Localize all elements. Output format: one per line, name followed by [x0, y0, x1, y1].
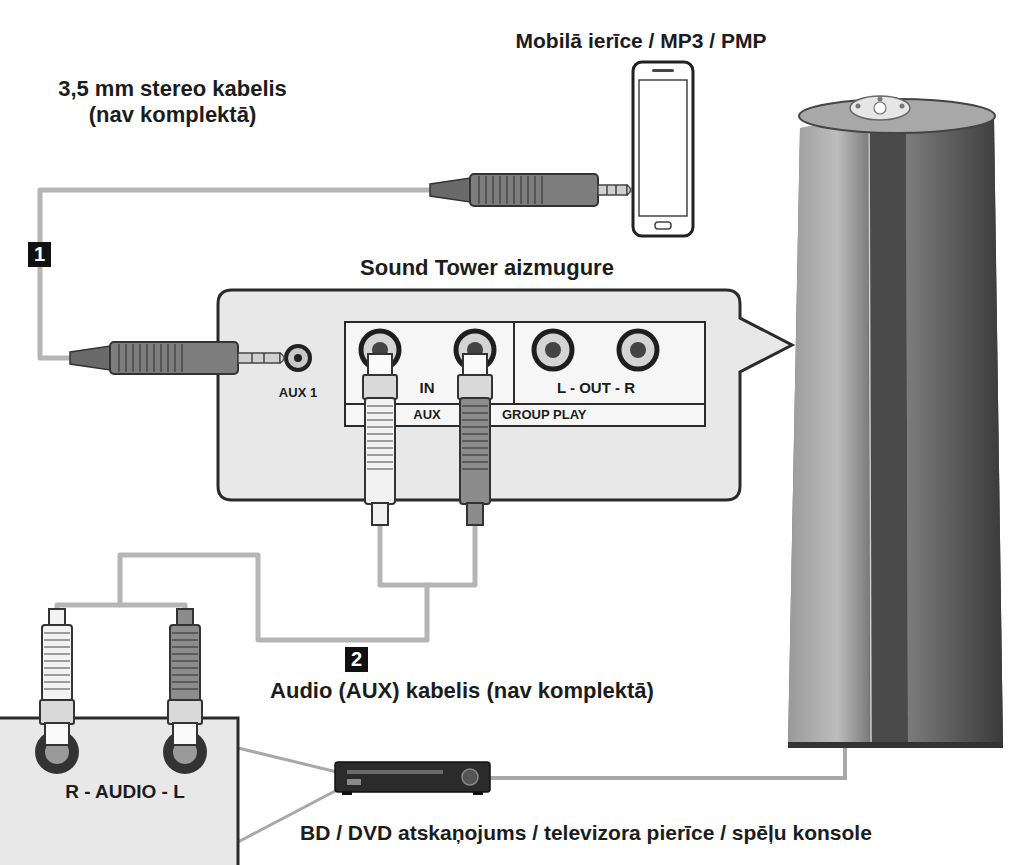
jack-plug: [70, 342, 284, 374]
plug-grip: [367, 405, 393, 470]
rear-panel: Sound Tower aizmugureAUX 1INL - OUT - RA…: [218, 290, 740, 500]
plug-sleeve: [458, 375, 492, 399]
phone-speaker: [652, 69, 674, 72]
phone-screen: [639, 80, 687, 216]
callout-number: 2: [345, 647, 368, 672]
aux1-jack-hole: [294, 354, 302, 362]
plug-sleeve: [168, 700, 202, 724]
player-body: [335, 762, 490, 792]
plug-tip: [238, 353, 280, 363]
tower-dial-center: [874, 102, 886, 114]
rca-plug: [168, 609, 202, 745]
tower-highlight: [869, 116, 871, 744]
phone-body: [633, 62, 693, 236]
plug-tail: [467, 503, 483, 525]
player-tray: [347, 770, 443, 774]
plug-tip: [598, 185, 627, 195]
tower-dial: [850, 96, 910, 120]
callout-number: 1: [28, 242, 51, 267]
rear-panel-outline: [218, 290, 792, 500]
plug-point: [280, 353, 284, 363]
cable-branch: [380, 525, 427, 585]
plug-grip: [478, 176, 545, 204]
tower-button: [878, 97, 883, 102]
device-label: Mobilā ierīce / MP3 / PMP: [516, 28, 767, 53]
jack-frame-divider: [345, 403, 705, 405]
port-label: AUX: [413, 407, 440, 423]
rca-jack: [619, 331, 657, 369]
mobile-phone: [633, 62, 693, 236]
plug-collar: [173, 723, 197, 745]
zoom-line: [238, 748, 337, 772]
phone-home-button: [655, 222, 671, 229]
plug-tail: [372, 503, 388, 525]
plug-tail: [49, 609, 65, 626]
port-label: GROUP PLAY: [502, 407, 587, 423]
port-label: AUX 1: [279, 385, 317, 401]
sound-tower: [788, 96, 1003, 748]
player-display: [347, 779, 361, 785]
plug-grip: [172, 632, 198, 694]
bd-player: [335, 762, 490, 795]
audio-output-panel: R - AUDIO - L: [0, 718, 238, 865]
plug-collar: [463, 354, 487, 376]
port-label: L - OUT - R: [557, 379, 635, 397]
plug-body: [460, 398, 490, 504]
audio-panel-outline: [0, 718, 238, 865]
port-label: R - AUDIO - L: [65, 781, 185, 804]
jack-frame: [345, 322, 705, 426]
tower-right-face: [906, 111, 1003, 746]
jack-plug: [430, 174, 631, 206]
rca-jack-hole: [630, 342, 646, 358]
panel-heading: Sound Tower aizmugure: [360, 255, 614, 281]
plug-grip: [44, 632, 70, 694]
device-label: BD / DVD atskaņojums / televizora pierīc…: [300, 820, 872, 845]
cable-label: 3,5 mm stereo kabelis (nav komplektā): [40, 76, 305, 129]
rca-plug: [458, 354, 492, 525]
player-cable: [490, 748, 845, 778]
player-knob: [462, 769, 478, 785]
plug-collar: [368, 354, 392, 376]
mobile-device: Mobilā ierīce / MP3 / PMP: [633, 62, 693, 236]
tower-stripe: [868, 111, 908, 746]
tower-button: [856, 104, 861, 109]
rca-jack: [534, 331, 572, 369]
plug-tail: [430, 178, 470, 202]
rca-plug: [40, 609, 74, 745]
plug-collar: [45, 723, 69, 745]
plug-grip: [118, 344, 185, 372]
plug-bands: [252, 353, 264, 363]
plug-sleeve: [363, 375, 397, 399]
plug-tail: [177, 609, 193, 626]
plug-grip: [462, 405, 488, 470]
player-foot: [342, 792, 352, 795]
tower-base: [788, 742, 1003, 748]
cable-label: Audio (AUX) kabelis (nav komplektā): [270, 678, 654, 704]
plug-body: [110, 342, 238, 374]
player-device: BD / DVD atskaņojums / televizora pierīc…: [335, 760, 490, 795]
jack-frame-divider: [513, 322, 515, 404]
plug-body: [170, 625, 200, 701]
plug-bands: [607, 185, 616, 195]
tower-button: [900, 104, 905, 109]
plug-sleeve: [40, 700, 74, 724]
port-label: IN: [420, 379, 435, 397]
rca-jack-hole: [545, 342, 561, 358]
cable-branch: [57, 605, 120, 610]
rca-plug: [363, 354, 397, 525]
player-foot: [473, 792, 483, 795]
tower-left-face: [788, 114, 870, 746]
plug-body: [42, 625, 72, 701]
plug-body: [470, 174, 598, 206]
plug-point: [627, 185, 631, 195]
plug-tail: [70, 346, 110, 370]
plug-body: [365, 398, 395, 504]
rca-jacks: [361, 331, 657, 369]
aux1-jack: [286, 346, 310, 370]
